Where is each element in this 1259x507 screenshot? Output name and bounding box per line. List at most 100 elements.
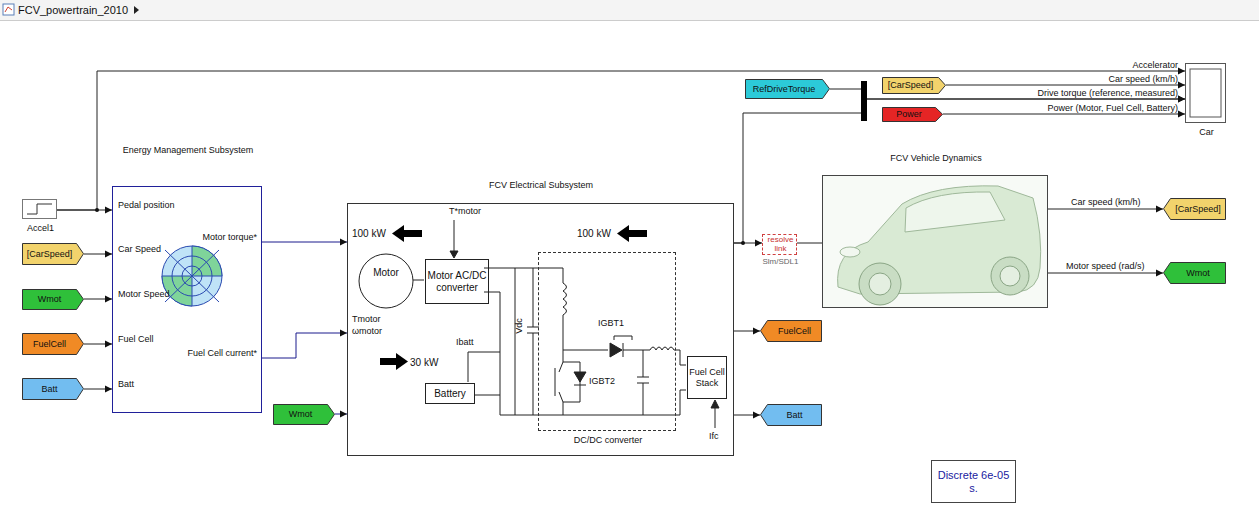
signal-label: Vdc [514, 318, 524, 334]
vehicle-block: FCV Vehicle Dynamics [822, 175, 1048, 308]
node-outline [746, 80, 830, 99]
fuzzy-icon [162, 246, 222, 306]
from-tag: [CarSpeed] [882, 77, 946, 94]
dcdc-region: DC/DC converter [538, 252, 676, 431]
block-label: [CarSpeed] [27, 249, 73, 259]
port-label: Motor torque* [202, 232, 257, 242]
node-outline [23, 290, 84, 310]
block-label: DC/DC converter [547, 435, 669, 445]
signal-line [797, 243, 822, 244]
signal-line [943, 114, 1185, 115]
battery-box: Battery [425, 383, 475, 404]
node-outline [883, 78, 946, 94]
signal-line [262, 333, 347, 358]
signal-line [84, 254, 112, 255]
signal-line [84, 389, 112, 390]
from-tag: Wmot [273, 404, 335, 425]
signal-line [734, 99, 1185, 243]
block-label: Accel1 [18, 223, 63, 233]
signal-line [262, 242, 347, 243]
signal-label: Ibatt [456, 337, 474, 347]
block-label: Power [896, 109, 922, 119]
signal-line [335, 414, 347, 415]
signal-line [84, 344, 112, 345]
block-label: Discrete 6e-05 s. [932, 469, 1015, 494]
signal-label: Power (Motor, Fuel Cell, Battery) [1047, 103, 1178, 113]
node-outline [23, 244, 84, 265]
port-label: Pedal position [118, 200, 175, 210]
signal-label: T*motor [449, 206, 481, 216]
block-label: FCV Vehicle Dynamics [823, 153, 1049, 163]
node-outline [761, 321, 822, 342]
scope-screen [1190, 69, 1221, 117]
signal-line [57, 71, 1185, 210]
from-tag: [CarSpeed] [22, 243, 84, 265]
motor-symbol: Motor [358, 253, 414, 309]
signal-line [734, 331, 760, 332]
solver-block: Discrete 6e-05 s. [931, 460, 1016, 503]
node-outline [883, 108, 943, 122]
signal-label: 100 kW [352, 228, 386, 239]
signal-line [1048, 273, 1163, 274]
from-tag: Power [882, 107, 943, 122]
goto-tag: Wmot [1163, 262, 1226, 284]
branch-dot [95, 208, 99, 212]
source-block: Accel1 [22, 199, 57, 219]
port-label: Car Speed [118, 244, 161, 254]
block-label: resolve link [763, 236, 798, 254]
resolve-link-block: resolve linkSlm/SDL1 [762, 234, 797, 255]
node-outline [1164, 199, 1226, 220]
signal-label: IGBT2 [589, 376, 615, 386]
signal-label: ωmotor [352, 326, 382, 336]
block-label: FuelCell [778, 326, 811, 336]
block-label: RefDriveTorque [753, 84, 816, 94]
from-tag: FuelCell [22, 333, 84, 355]
branch-dot [741, 241, 745, 245]
car-illustration [823, 176, 1047, 307]
port-label: Batt [118, 379, 134, 389]
mux-bar [861, 81, 867, 121]
signal-label: Car speed (km/h) [1070, 197, 1142, 207]
from-tag: RefDriveTorque [745, 79, 830, 99]
port-label: Fuel Cell current* [187, 348, 257, 358]
signal-label: Drive torque (reference, measured) [1037, 88, 1178, 98]
block-label: FuelCell [33, 339, 66, 349]
from-tag: Wmot [22, 289, 84, 310]
block-label: Battery [434, 388, 466, 399]
signal-line [734, 415, 760, 416]
block-label: FCV Electrical Subsystem [418, 180, 664, 190]
block-label: Motor [358, 267, 414, 278]
node-outline [23, 334, 84, 355]
block-label: Wmot [1186, 268, 1210, 278]
block-label: Motor AC/DC converter [426, 270, 488, 292]
signal-line [946, 85, 1185, 86]
block-label: Fuel Cell Stack [688, 367, 726, 387]
port-label: Motor Speed [118, 289, 170, 299]
model-name: FCV_powertrain_2010 [18, 4, 128, 16]
subsystem-block: Energy Management SubsystemPedal positio… [112, 186, 262, 413]
node-outline [23, 379, 84, 400]
signal-label: Accelerator [1132, 60, 1178, 70]
signal-label: Tmotor [352, 314, 381, 324]
signal-line [84, 299, 112, 300]
signal-label: Motor speed (rad/s) [1065, 261, 1146, 271]
node-outline [1164, 263, 1226, 284]
node-outline [359, 254, 413, 308]
signal-label: IGBT1 [598, 318, 624, 328]
goto-tag: Batt [760, 404, 822, 426]
step-icon [27, 204, 52, 214]
subsystem-block: FCV Electrical SubsystemMotorMotor AC/DC… [347, 203, 734, 456]
block-label: Energy Management Subsystem [91, 145, 285, 155]
goto-tag: [CarSpeed] [1163, 198, 1226, 220]
signal-label: Ifc [709, 431, 719, 441]
goto-tag: FuelCell [760, 320, 822, 342]
block-label: Batt [41, 384, 57, 394]
port-label: Fuel Cell [118, 334, 154, 344]
power-flow-arrows [380, 225, 647, 370]
signal-label: Car speed (km/h) [1108, 74, 1178, 84]
node-outline [761, 405, 822, 426]
scope-block: Car [1185, 63, 1226, 123]
fuel-cell-box: Fuel Cell Stack [687, 356, 727, 399]
block-label: Batt [786, 410, 802, 420]
